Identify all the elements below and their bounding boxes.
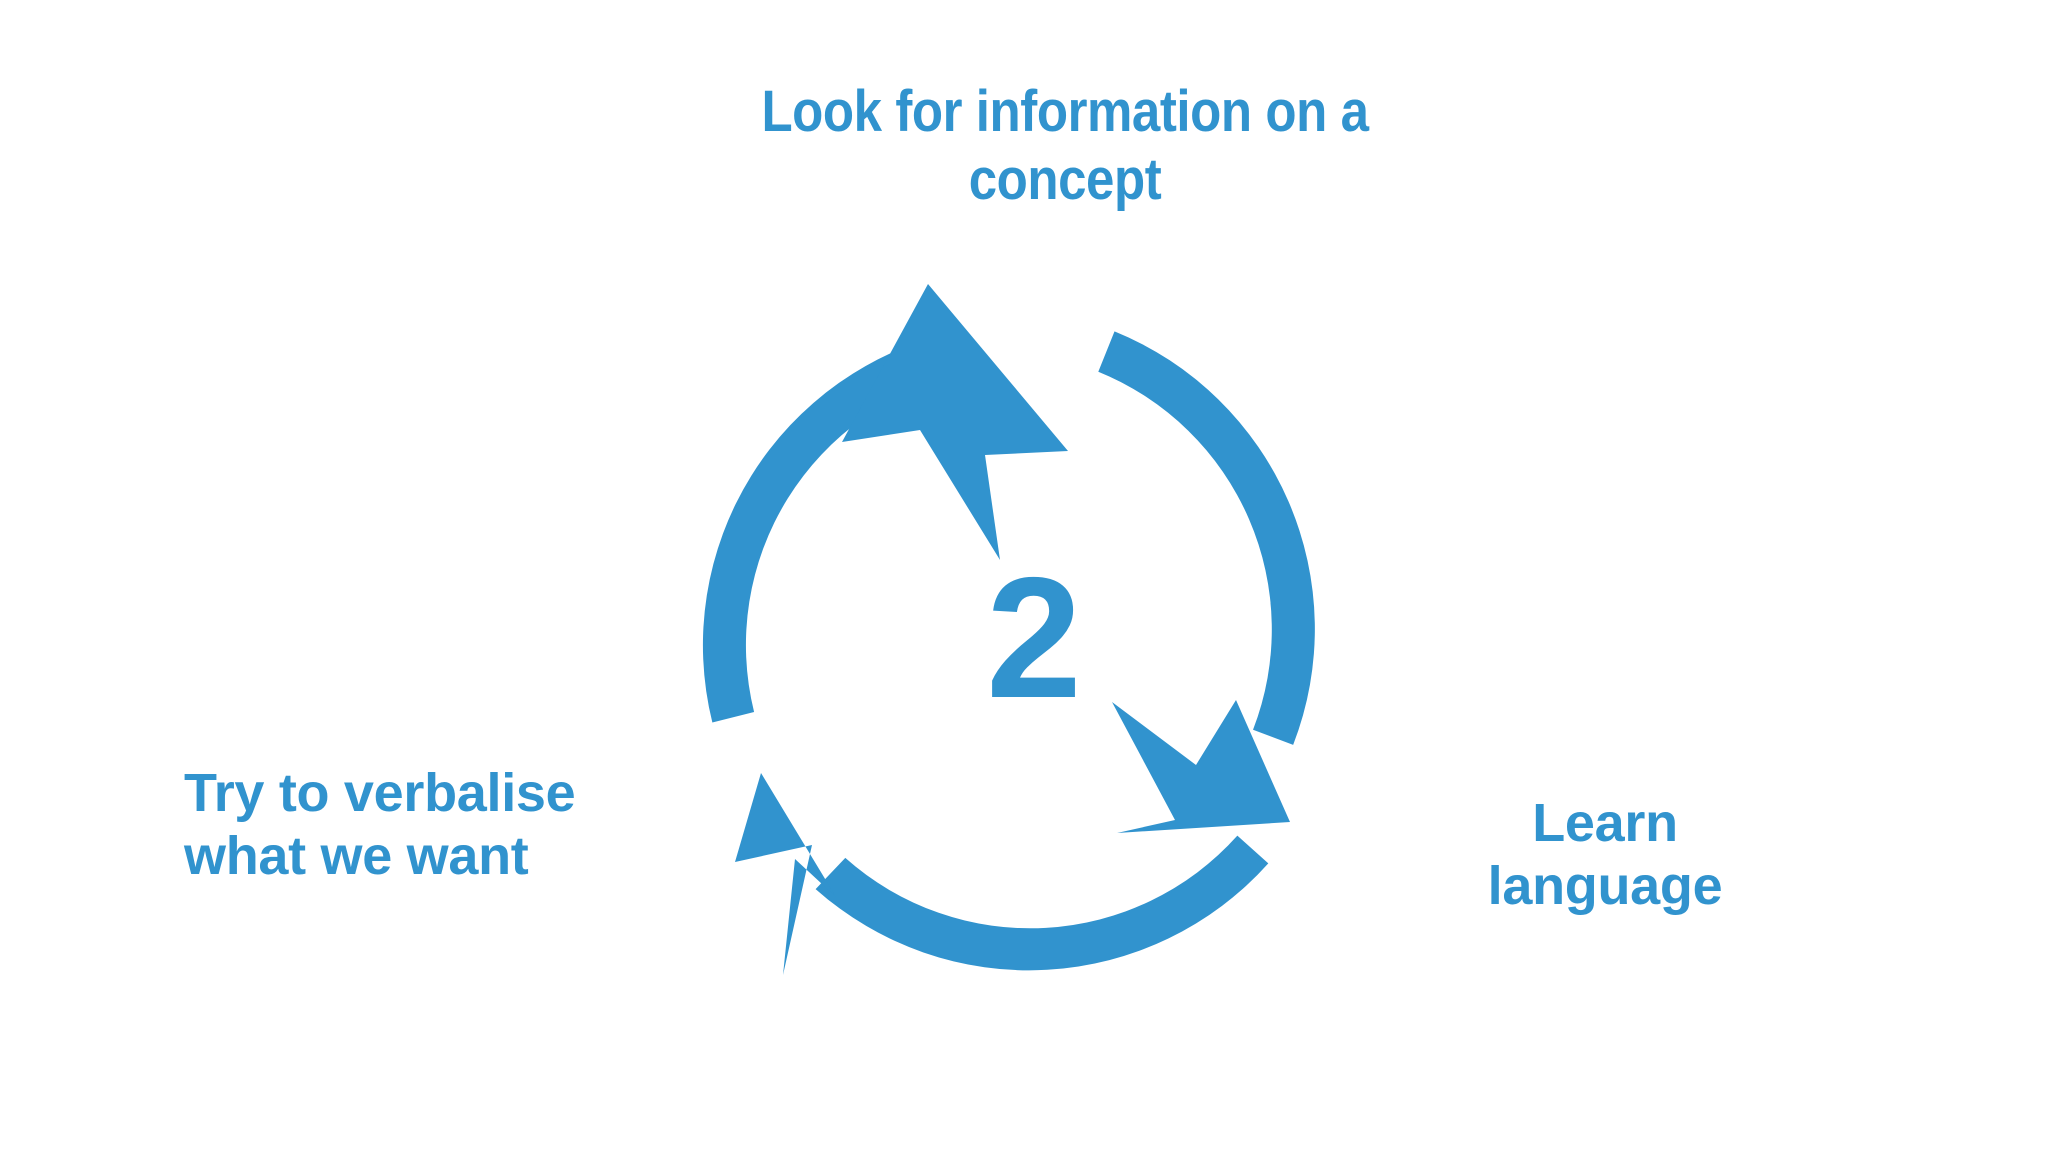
arrow-bottom-left bbox=[735, 773, 1269, 975]
cycle-label-top: Look for information on a concept bbox=[761, 79, 1369, 212]
arrow-right bbox=[1098, 331, 1315, 833]
cycle-label-left: Try to verbalise what we want bbox=[184, 763, 576, 887]
cycle-step-number: 2 bbox=[986, 542, 1082, 734]
cycle-label-right: Learn language bbox=[1487, 793, 1723, 917]
arrow-top bbox=[702, 284, 1068, 723]
